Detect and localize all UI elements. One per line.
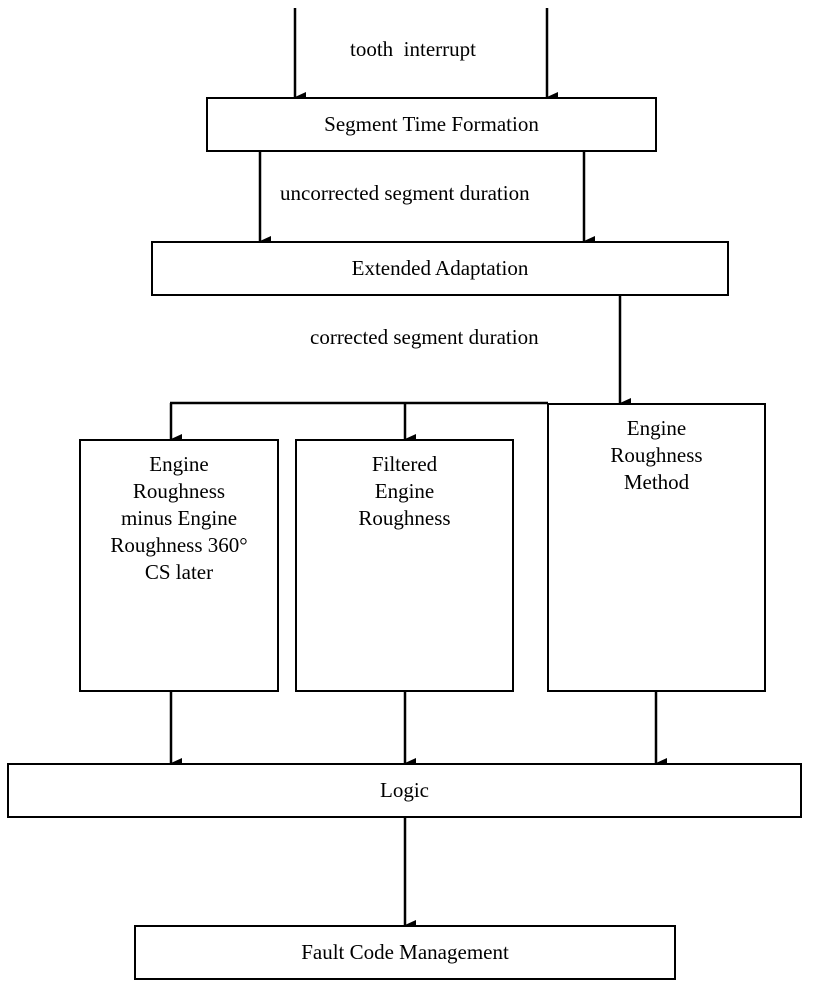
filtered-er-line: Filtered: [371, 452, 438, 476]
segment-time-formation-box: Segment Time Formation: [206, 97, 657, 152]
tooth-interrupt-label: tooth interrupt: [350, 37, 476, 61]
er-minus-er360-line: Roughness: [132, 479, 226, 503]
logic-text: Logic: [380, 778, 429, 802]
uncorrected-label: uncorrected segment duration: [280, 181, 530, 205]
logic-box: Logic: [7, 763, 802, 818]
er-method-box: Engine Roughness Method: [547, 403, 766, 692]
corrected-label: corrected segment duration: [310, 325, 539, 349]
er-minus-er360-line: CS later: [144, 560, 214, 584]
fault-code-management-text: Fault Code Management: [301, 940, 509, 964]
er-minus-er360-line: minus Engine: [120, 506, 238, 530]
filtered-er-line: Roughness: [358, 506, 451, 530]
extended-adaptation-box: Extended Adaptation: [151, 241, 729, 296]
er-minus-er360-box: Engine Roughness minus Engine Roughness …: [79, 439, 279, 692]
er-minus-er360-line: Engine: [149, 452, 209, 476]
extended-adaptation-text: Extended Adaptation: [351, 256, 529, 280]
er-method-line: Engine: [626, 416, 687, 440]
fault-code-management-box: Fault Code Management: [134, 925, 676, 980]
filtered-er-box: Filtered Engine Roughness: [295, 439, 514, 692]
segment-time-formation-text: Segment Time Formation: [324, 112, 539, 136]
er-method-line: Method: [623, 470, 690, 494]
er-minus-er360-line: Roughness 360°: [110, 533, 248, 557]
er-method-line: Roughness: [610, 443, 703, 467]
filtered-er-line: Engine: [374, 479, 435, 503]
